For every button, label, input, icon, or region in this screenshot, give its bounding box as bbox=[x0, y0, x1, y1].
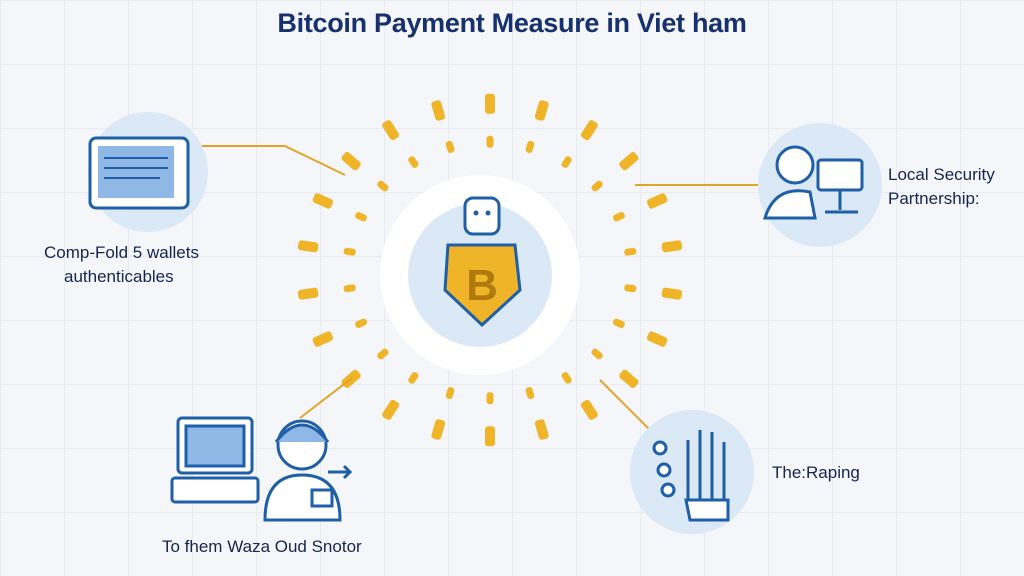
ray-dash bbox=[486, 135, 494, 148]
coin-icon bbox=[341, 152, 361, 171]
coin-icon bbox=[382, 399, 400, 420]
coin-icon bbox=[646, 193, 668, 209]
ray-dash bbox=[343, 284, 356, 293]
ray-dash bbox=[525, 140, 535, 153]
ray-dash bbox=[445, 387, 455, 400]
coin-icon bbox=[580, 399, 598, 420]
coin-icon bbox=[297, 287, 319, 300]
ray-dash bbox=[445, 140, 455, 153]
ray-dash bbox=[408, 372, 419, 384]
ray-dash bbox=[613, 212, 625, 222]
ray-dash bbox=[486, 392, 494, 405]
coin-icon bbox=[382, 120, 400, 141]
connector-lines bbox=[195, 145, 765, 431]
person-computer-icon bbox=[762, 145, 864, 220]
coin-icon bbox=[312, 331, 334, 347]
ray-dash bbox=[624, 284, 637, 293]
wallet-node bbox=[88, 112, 208, 232]
computer-user-node bbox=[170, 416, 353, 522]
coin-icon bbox=[431, 419, 446, 440]
ray-dash bbox=[591, 348, 603, 360]
tablet-icon bbox=[88, 136, 190, 210]
coin-rays bbox=[297, 93, 683, 447]
ray-dash bbox=[355, 212, 367, 222]
ray-dash bbox=[408, 156, 419, 168]
security-label-line2: Partnership: bbox=[888, 189, 980, 208]
ray-dash bbox=[525, 387, 535, 400]
coin-icon bbox=[534, 419, 549, 440]
coin-icon bbox=[431, 100, 446, 121]
coin-icon bbox=[534, 100, 549, 121]
security-label-line1: Local Security bbox=[888, 165, 995, 184]
hand-label: The:Raping bbox=[772, 463, 860, 482]
wallet-label-line1: Comp-Fold 5 wallets bbox=[44, 243, 199, 262]
ray-dash bbox=[377, 348, 389, 360]
ray-dash bbox=[343, 247, 356, 256]
hand-icon bbox=[652, 430, 730, 522]
coin-icon bbox=[619, 369, 639, 388]
ray-dash bbox=[591, 180, 603, 192]
page-title: Bitcoin Payment Measure in Viet ham bbox=[277, 8, 747, 38]
wallet-label-line2: authenticables bbox=[64, 267, 174, 286]
ray-dash bbox=[377, 180, 389, 192]
ray-dash bbox=[624, 247, 637, 256]
ray-dash bbox=[613, 318, 625, 328]
coin-icon bbox=[297, 240, 319, 253]
hand-node bbox=[630, 410, 754, 534]
coin-icon bbox=[619, 152, 639, 171]
coin-icon bbox=[646, 331, 668, 347]
security-label: Local Security Partnership: bbox=[888, 163, 995, 211]
computer-user-label: To fhem Waza Oud Snotor bbox=[162, 537, 362, 556]
computer-user-icon bbox=[170, 416, 353, 522]
security-node bbox=[758, 123, 882, 247]
bitcoin-shield-icon: B bbox=[443, 243, 522, 328]
coin-icon bbox=[661, 240, 683, 253]
svg-text:B: B bbox=[466, 261, 498, 310]
coin-icon bbox=[485, 426, 495, 447]
center-node: B bbox=[380, 175, 580, 375]
coin-icon bbox=[580, 120, 598, 141]
ray-dash bbox=[561, 372, 572, 384]
coin-icon bbox=[661, 287, 683, 300]
ray-dash bbox=[355, 318, 367, 328]
robot-head-icon bbox=[463, 196, 501, 236]
coin-icon bbox=[485, 93, 495, 114]
coin-icon bbox=[312, 193, 334, 209]
ray-dash bbox=[561, 156, 572, 168]
wallet-label: Comp-Fold 5 wallets authenticables bbox=[44, 241, 199, 289]
